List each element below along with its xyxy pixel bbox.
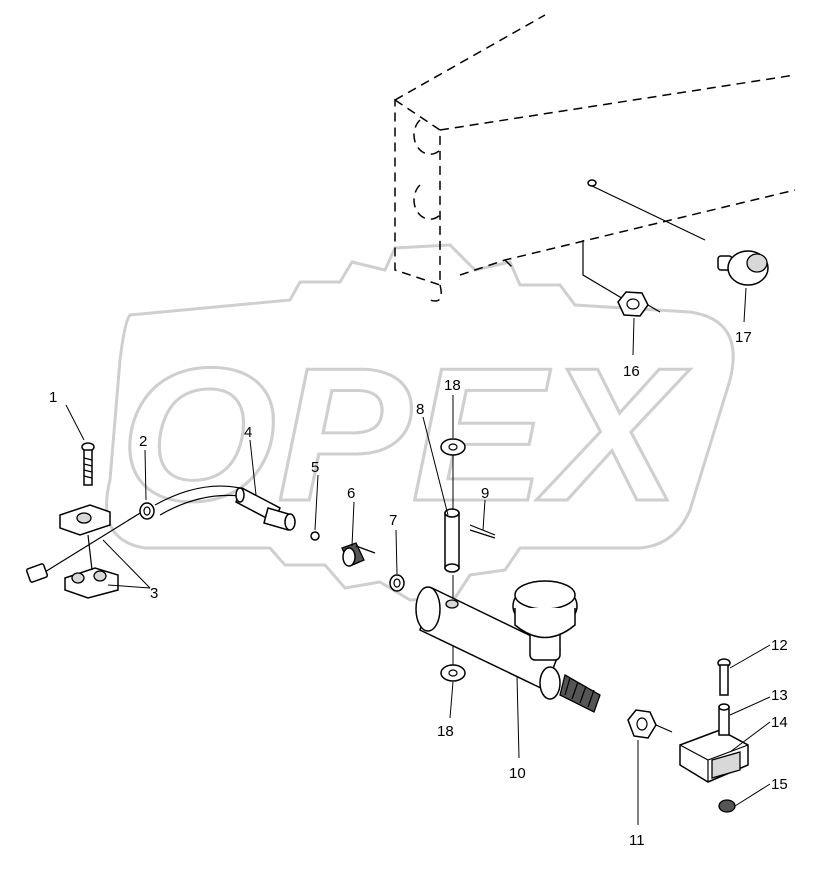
part-6-adapter bbox=[341, 542, 376, 567]
part-18-washer-top bbox=[440, 438, 466, 456]
callout-8: 8 bbox=[416, 401, 424, 418]
callout-12: 12 bbox=[771, 637, 788, 654]
callout-18-top: 18 bbox=[444, 377, 461, 394]
part-8-pin bbox=[444, 508, 460, 573]
part-7-oring bbox=[389, 574, 405, 592]
callout-9: 9 bbox=[481, 485, 489, 502]
watermark-gear-outline bbox=[105, 243, 735, 602]
part-1-bolt bbox=[81, 442, 95, 486]
part-12-bolt bbox=[717, 658, 731, 696]
callout-15: 15 bbox=[771, 776, 788, 793]
callout-6: 6 bbox=[347, 485, 355, 502]
part-11-nut bbox=[627, 709, 673, 739]
part-16-nut bbox=[617, 291, 661, 317]
callout-13: 13 bbox=[771, 687, 788, 704]
callout-labels: 1 2 3 4 5 6 7 8 9 10 11 12 13 14 15 16 1… bbox=[49, 329, 788, 849]
callout-17: 17 bbox=[735, 329, 752, 346]
part-10-cylinder bbox=[415, 580, 601, 713]
part-18-washer-bottom bbox=[440, 640, 466, 682]
callout-14: 14 bbox=[771, 714, 788, 731]
part-17-coupling bbox=[587, 179, 769, 286]
part-3-clamp bbox=[25, 504, 119, 599]
callout-4: 4 bbox=[244, 424, 252, 441]
part-4-union bbox=[235, 486, 296, 531]
callout-2: 2 bbox=[139, 433, 147, 450]
callout-18-bottom: 18 bbox=[437, 723, 454, 740]
callout-16: 16 bbox=[623, 363, 640, 380]
hose-line bbox=[39, 485, 241, 576]
callout-5: 5 bbox=[311, 459, 319, 476]
frame-reference-lines bbox=[394, 14, 796, 302]
callout-11: 11 bbox=[629, 832, 645, 849]
part-13-sleeve bbox=[718, 703, 730, 736]
part-14-clevis bbox=[679, 729, 749, 783]
part-15-nut bbox=[718, 799, 736, 813]
watermark: OPEX bbox=[105, 243, 735, 602]
callout-1: 1 bbox=[49, 389, 57, 406]
callout-10: 10 bbox=[509, 765, 526, 782]
part-2-ring bbox=[139, 502, 155, 520]
callout-3: 3 bbox=[150, 585, 158, 602]
part-9-split-pin bbox=[469, 524, 496, 539]
part-5-washer bbox=[310, 531, 320, 541]
callout-7: 7 bbox=[389, 512, 397, 529]
leader-lines bbox=[65, 287, 771, 825]
watermark-text: OPEX bbox=[120, 329, 691, 541]
